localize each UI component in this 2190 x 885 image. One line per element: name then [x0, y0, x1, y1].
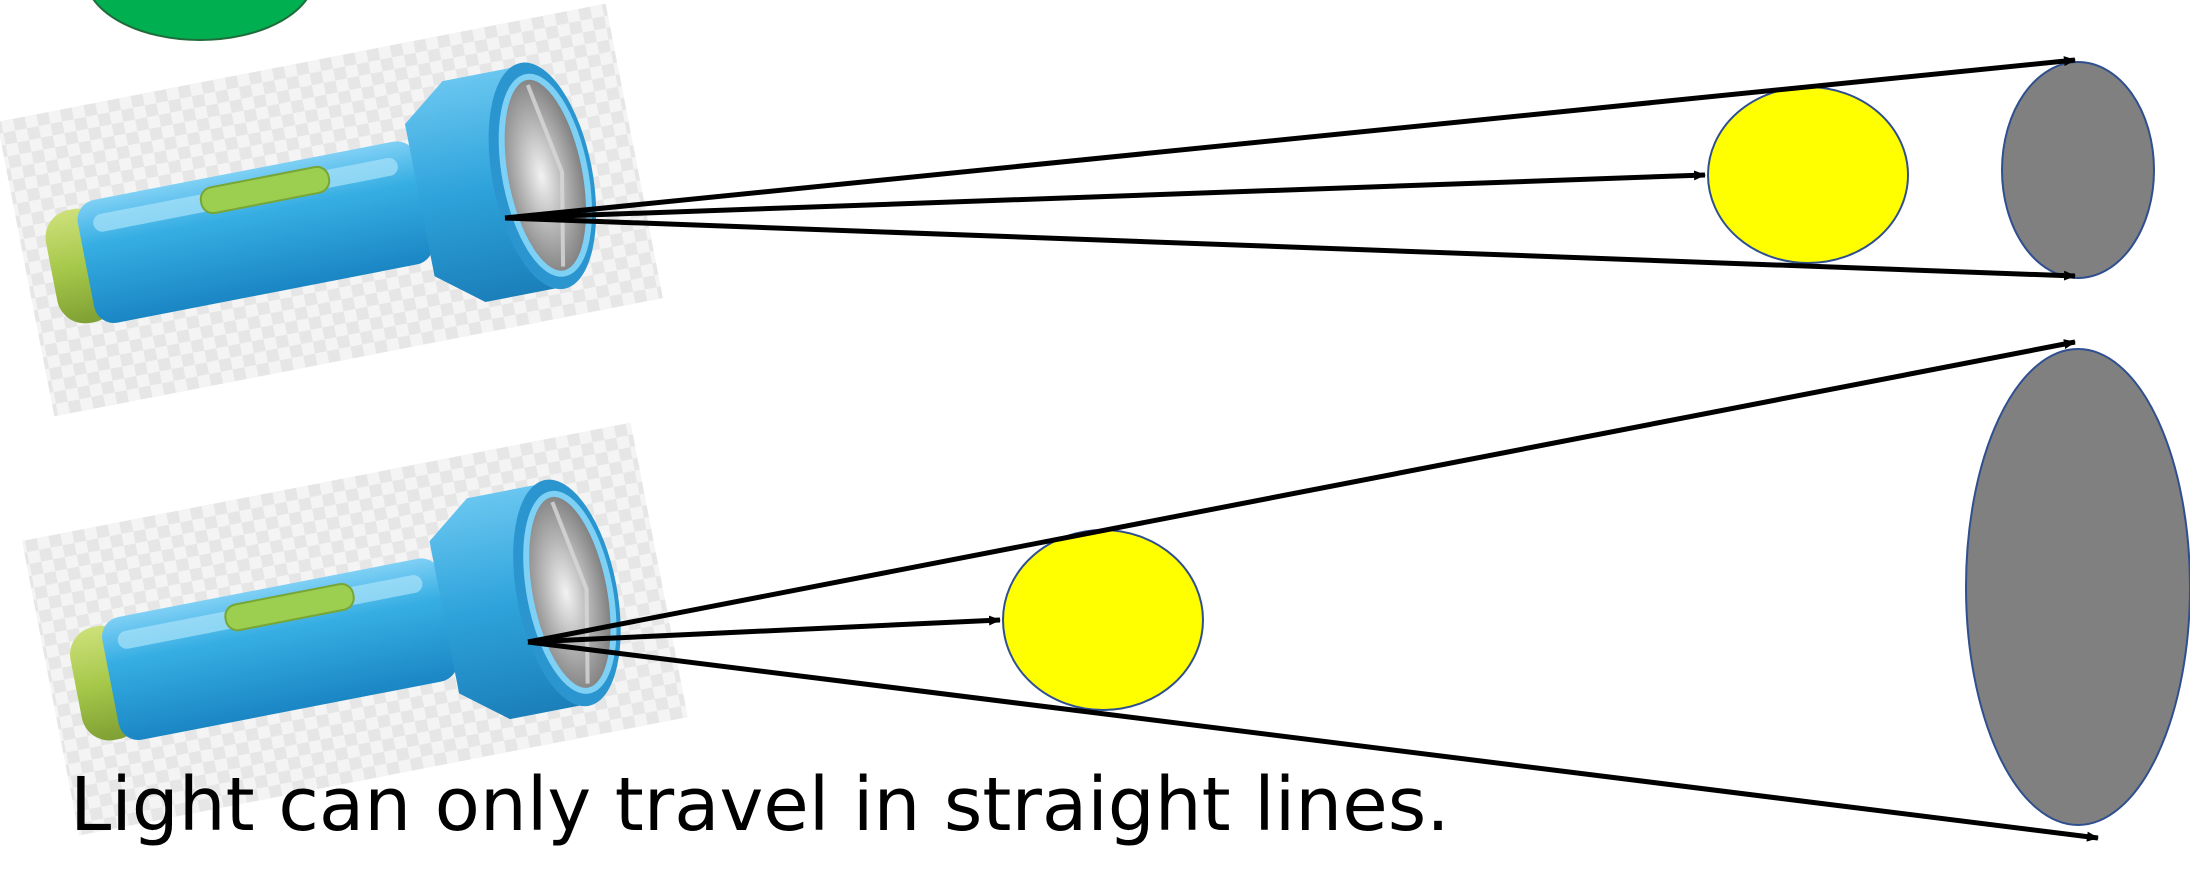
- light-ray-bottom-lower: [527, 639, 2099, 842]
- light-ray-bottom-upper: [527, 339, 2076, 645]
- light-ray-top-upper: [504, 56, 2076, 221]
- opaque-object-bottom: [1002, 529, 1204, 711]
- light-ray-top-middle: [504, 170, 1706, 221]
- green-circle-icon: [92, 0, 308, 41]
- caption-text: Light can only travel in straight lines.: [70, 762, 1450, 848]
- flashlight-icon: [21, 422, 688, 836]
- opaque-object-top: [1707, 86, 1909, 264]
- flashlight-icon: [0, 3, 663, 417]
- light-ray-top-lower: [504, 215, 2076, 281]
- shadow-small: [2001, 61, 2155, 279]
- light-ray-bottom-middle: [527, 615, 1001, 645]
- shadow-large: [1965, 348, 2190, 826]
